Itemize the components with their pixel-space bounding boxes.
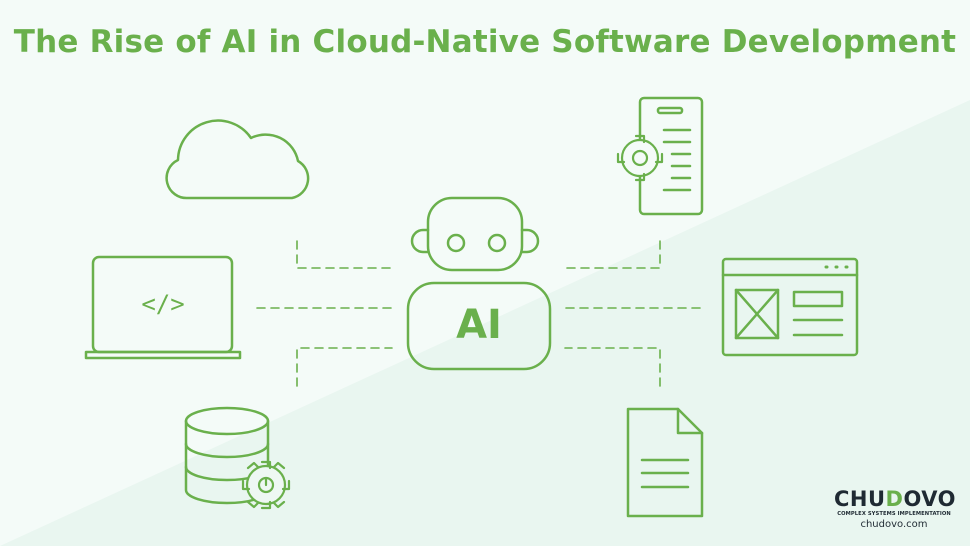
browser-window-icon xyxy=(721,257,859,357)
brand-website: chudovo.com xyxy=(860,519,928,530)
brand-tagline: COMPLEX SYSTEMS IMPLEMENTATION xyxy=(837,511,951,517)
robot-icon xyxy=(406,196,552,371)
brand-name: CHUDOVO xyxy=(834,487,957,511)
code-symbol: </> xyxy=(141,290,185,318)
document-icon xyxy=(626,407,704,518)
brand-name-accent: D xyxy=(885,487,904,511)
cloud-icon xyxy=(165,119,310,200)
chudovo-logo: CHUDOVO COMPLEX SYSTEMS IMPLEMENTATION c… xyxy=(834,487,957,532)
robot-ai-label: AI xyxy=(456,302,502,348)
laptop-code-icon xyxy=(84,255,242,360)
page-title: The Rise of AI in Cloud-Native Software … xyxy=(13,24,957,60)
connector-lines xyxy=(256,240,701,387)
database-gear-icon xyxy=(184,406,291,510)
brand-name-part: CHU xyxy=(834,487,886,511)
mobile-settings-icon xyxy=(616,96,704,216)
brand-name-part: OVO xyxy=(903,487,957,511)
